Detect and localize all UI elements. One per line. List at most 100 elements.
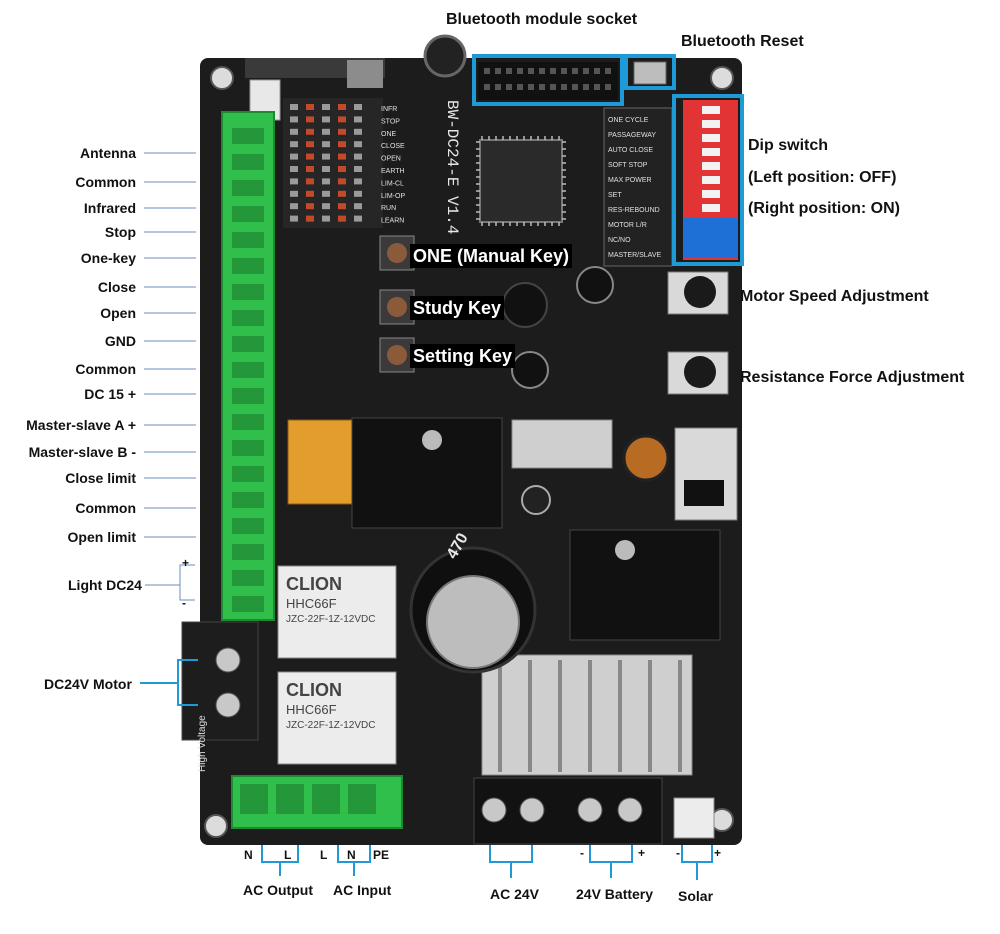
- dip-function-panel: [603, 107, 673, 267]
- relay-texts: CLIONHHC66FJZC-22F-1Z-12VDCCLIONHHC66FJZ…: [286, 574, 375, 731]
- terminal-slot: [232, 492, 264, 508]
- led: [306, 215, 314, 222]
- ac-output-pin-l: L: [284, 848, 292, 862]
- led: [322, 166, 330, 172]
- regulator: [684, 480, 724, 506]
- dip-switch-2: [683, 218, 738, 258]
- inductor: [622, 434, 670, 482]
- socket-pin: [594, 68, 600, 74]
- ac-output-pin-n: N: [244, 848, 253, 862]
- indicator-label: LIM-OP: [381, 193, 405, 200]
- ac-input-pin-n: N: [347, 848, 356, 862]
- dc24v-motor-label: DC24V Motor: [44, 676, 132, 692]
- led: [306, 166, 314, 172]
- terminal-label-14: Open limit: [67, 529, 136, 545]
- led: [338, 153, 346, 160]
- light-plus-label: +: [182, 556, 190, 570]
- terminal-slot: [232, 180, 264, 196]
- led: [322, 153, 330, 160]
- indicator-labels: INFRSTOPONECLOSEOPENEARTHLIM-CLLIM-OPRUN…: [381, 106, 405, 225]
- dip-function-label: PASSAGEWAY: [608, 132, 656, 139]
- light-minus-label: -: [182, 596, 186, 610]
- motor-terminal-block: [181, 621, 259, 741]
- led: [354, 215, 362, 222]
- terminal-label-6: Open: [100, 305, 136, 321]
- terminal-label-3: Stop: [104, 224, 136, 240]
- bluetooth-reset-button-shape: [633, 61, 667, 85]
- motor-terminal-screws: [215, 647, 241, 718]
- led: [306, 153, 314, 160]
- led: [290, 141, 298, 148]
- led: [338, 141, 346, 148]
- mcu-chip: [479, 139, 563, 223]
- led: [338, 215, 346, 222]
- relay-text: CLION: [286, 574, 342, 594]
- bluetooth-socket-label: Bluetooth module socket: [446, 11, 638, 28]
- battery-plus-label: +: [638, 846, 646, 860]
- dip-toggle: [702, 106, 720, 114]
- heatsinks: [481, 419, 693, 776]
- terminal-slot: [232, 518, 264, 534]
- led: [306, 141, 314, 148]
- solar-label: Solar: [678, 888, 714, 904]
- one-manual-key-label: ONE (Manual Key): [410, 244, 573, 268]
- setting-key-label: Setting Key: [410, 344, 516, 368]
- terminal-slot: [232, 258, 264, 274]
- dip-on-label: (Right position: ON): [748, 200, 900, 217]
- top-capacitor: [423, 34, 467, 78]
- terminal-label-7: GND: [104, 333, 136, 349]
- relay-text: CLION: [286, 680, 342, 700]
- led: [322, 104, 330, 110]
- led-area: [283, 98, 383, 228]
- bottom-brackets: [261, 845, 713, 880]
- regulator-heatsink: [674, 427, 738, 521]
- terminal-slot: [232, 362, 264, 378]
- relay-text: HHC66F: [286, 702, 337, 717]
- dip-switch-box: [672, 94, 744, 266]
- dip-toggle: [702, 190, 720, 198]
- 24v-battery-label: 24V Battery: [576, 886, 654, 902]
- led: [306, 116, 314, 123]
- socket-pin: [561, 68, 567, 74]
- led: [354, 203, 362, 210]
- dip-off-label: (Left position: OFF): [748, 169, 897, 186]
- terminal-label-12: Close limit: [65, 470, 136, 486]
- terminal-slot: [232, 544, 264, 560]
- light-dc24-label: Light DC24: [68, 577, 142, 593]
- terminal-label-9: DC 15 +: [84, 386, 136, 402]
- indicator-label: EARTH: [381, 168, 405, 175]
- terminal-label-2: Infrared: [83, 200, 136, 216]
- solar-minus-label: -: [676, 846, 680, 860]
- dip-switch-label: Dip switch: [748, 137, 829, 154]
- buzzer: [502, 282, 548, 328]
- socket-pin: [528, 84, 534, 90]
- socket-pin: [506, 84, 512, 90]
- led: [338, 190, 346, 197]
- terminal-slot: [232, 466, 264, 482]
- solar-connector: [673, 797, 715, 839]
- dip-function-label: SET: [608, 192, 622, 199]
- indicator-label: INFR: [381, 106, 397, 113]
- terminal-screws: [232, 128, 264, 612]
- terminal-label-4: One-key: [80, 250, 136, 266]
- led: [306, 178, 314, 185]
- crystal: [347, 60, 383, 88]
- socket-pin: [550, 68, 556, 74]
- socket-pin: [583, 68, 589, 74]
- led: [290, 128, 298, 135]
- terminal-label-5: Close: [97, 279, 136, 295]
- indicator-label: CLOSE: [381, 143, 405, 150]
- bluetooth-reset-box: [624, 54, 676, 90]
- heatsink-fins: [498, 660, 682, 772]
- terminal-label-1: Common: [75, 174, 136, 190]
- indicator-label: RUN: [381, 205, 396, 212]
- indicator-label: ONE: [381, 131, 397, 138]
- led: [338, 116, 346, 123]
- dip-toggles: [702, 106, 720, 212]
- led: [354, 128, 362, 135]
- socket-pin: [539, 84, 545, 90]
- bluetooth-socket-pins: [484, 68, 611, 90]
